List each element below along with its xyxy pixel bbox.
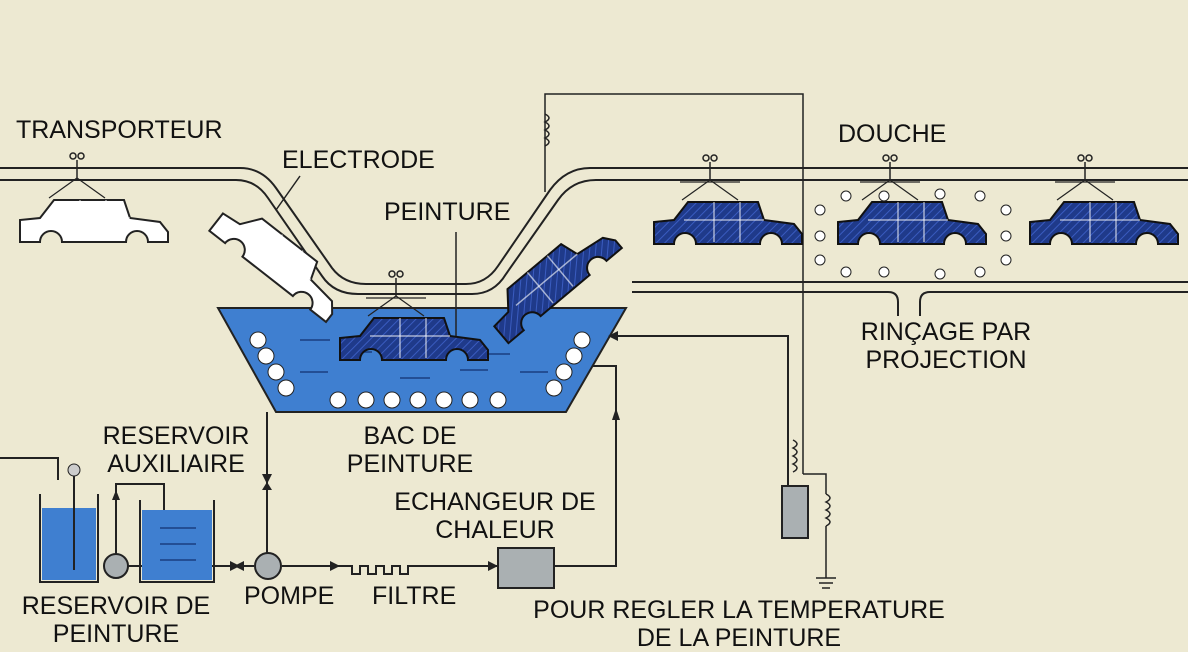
label-bac-de-peinture: BAC DE PEINTURE [330, 422, 490, 478]
label-bac-line1: BAC DE [363, 422, 457, 450]
label-echangeur-line1: ECHANGEUR DE [394, 488, 596, 516]
label-reservoir-peinture-line2: PEINTURE [52, 620, 180, 648]
label-reservoir-aux-line2: AUXILIAIRE [107, 450, 245, 478]
rectifier-box [781, 485, 809, 539]
car-before-dip [19, 152, 169, 243]
pump-circle [254, 552, 282, 580]
paint-reservoir [39, 463, 99, 583]
label-reservoir-de-peinture: RESERVOIR DE PEINTURE [4, 592, 228, 648]
label-temperature-line2: DE LA PEINTURE [636, 624, 842, 652]
label-temperature-line1: POUR REGLER LA TEMPERATURE [533, 596, 945, 624]
flow-arrows [112, 331, 620, 571]
conveyor-rail [0, 167, 1188, 295]
label-reservoir-auxiliaire: RESERVOIR AUXILIAIRE [92, 422, 260, 478]
electrode-wire [543, 93, 836, 589]
label-rincage-line2: PROJECTION [865, 346, 1027, 374]
label-douche: DOUCHE [838, 120, 947, 148]
auxiliary-reservoir [139, 500, 215, 583]
label-transporteur: TRANSPORTEUR [16, 116, 223, 144]
label-pompe: POMPE [244, 582, 335, 610]
label-echangeur-de-chaleur: ECHANGEUR DE CHALEUR [380, 488, 610, 544]
heat-exchanger [497, 547, 555, 589]
rinse-drain [632, 281, 1188, 316]
label-filtre: FILTRE [372, 582, 457, 610]
label-rincage-line1: RINÇAGE PAR [860, 318, 1032, 346]
label-bac-line2: PEINTURE [346, 450, 474, 478]
label-rincage: RINÇAGE PAR PROJECTION [840, 318, 1052, 374]
leader-lines [275, 175, 457, 336]
label-peinture: PEINTURE [384, 198, 511, 226]
label-echangeur-line2: CHALEUR [435, 516, 555, 544]
car-in-shower [814, 154, 1012, 280]
label-electrode: ELECTRODE [282, 146, 435, 174]
label-reservoir-aux-line1: RESERVOIR [102, 422, 250, 450]
transfer-pump [103, 553, 129, 579]
label-reservoir-peinture-line1: RESERVOIR DE [21, 592, 211, 620]
